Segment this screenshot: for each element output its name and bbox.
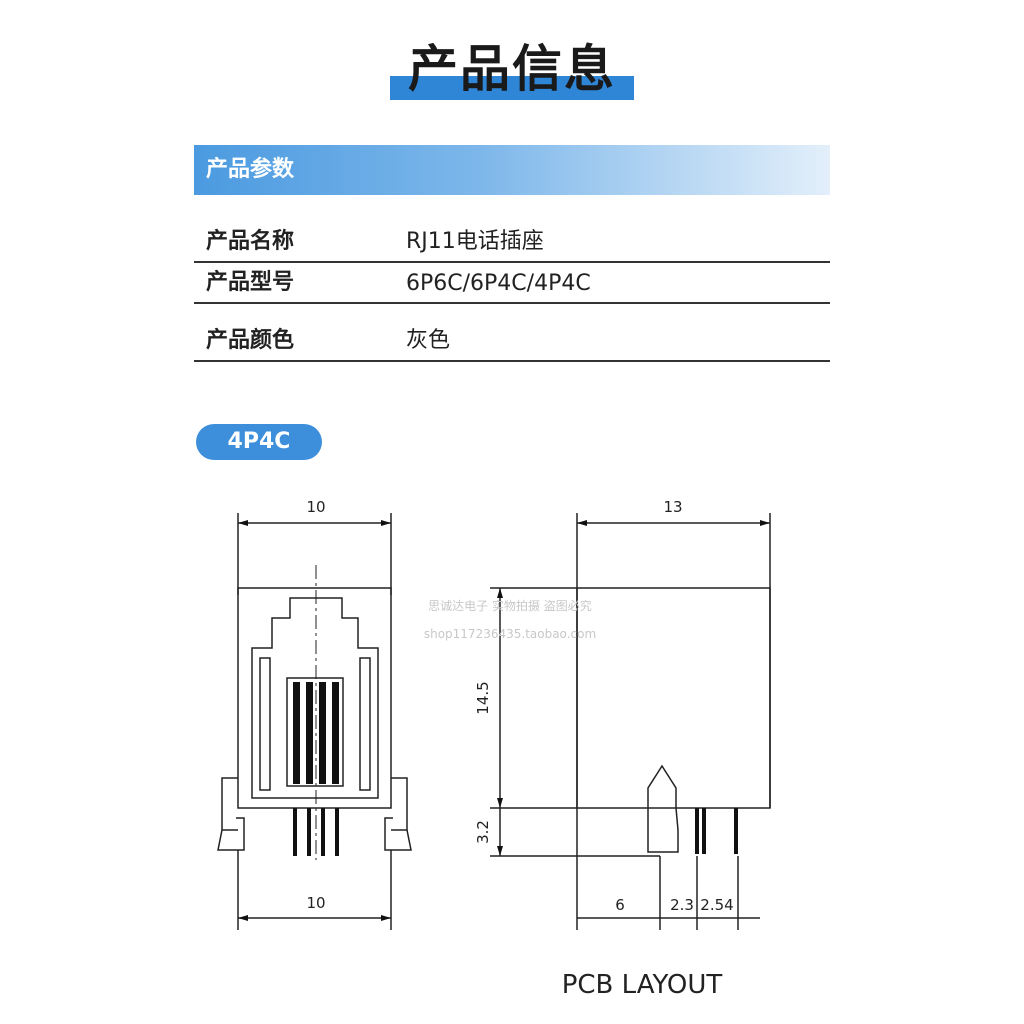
front-pin-4 [335,808,339,856]
arrowhead [238,520,248,526]
front-pin-1 [293,808,297,856]
page-title-block: 产品信息 [390,38,634,100]
dim-pcb-pitch-a: 2.3 [670,896,694,914]
dim-side-width: 13 [663,498,682,516]
arrowhead [381,520,391,526]
dim-pcb-offset: 6 [615,896,625,914]
dim-front-top: 10 [306,498,325,516]
watermark-line2: shop117236435.taobao.com [424,627,596,641]
front-jack-opening [251,597,379,799]
params-header-label: 产品参数 [206,157,295,182]
side-pin-2 [702,808,706,854]
front-contact-3 [319,682,326,784]
param-value: RJ11电话插座 [406,229,544,254]
front-contact-4 [332,682,339,784]
front-post-left [217,817,245,851]
variant-badge: 4P4C [196,424,322,460]
arrowhead [238,915,248,921]
param-row-color: 产品颜色 灰色 [194,304,830,362]
dim-front-bottom: 10 [306,894,325,912]
front-body-outline [237,587,392,809]
front-left-flange [221,777,238,831]
dim-side-height: 14.5 [474,681,492,714]
arrowhead [497,846,503,856]
front-contact-window [286,677,344,787]
front-post-right [384,817,412,851]
page-title: 产品信息 [408,40,616,98]
arrowhead [497,588,503,598]
title-underline-bar [390,76,634,100]
param-value: 灰色 [406,328,451,353]
side-pin-1 [695,808,699,854]
arrowhead [381,915,391,921]
watermark-line1: 思诚达电子 实物拍摄 盗图必究 [428,598,592,613]
front-pin-3 [321,808,325,856]
param-value: 6P6C/6P4C/4P4C [406,271,591,296]
front-latch-right [359,657,371,791]
front-contact-1 [293,682,300,784]
arrowhead [760,520,770,526]
arrowhead [497,798,503,808]
dim-pin-length: 3.2 [474,820,492,844]
param-row-model: 产品型号 6P6C/6P4C/4P4C [194,246,830,304]
side-pin-3 [734,808,738,854]
side-body-outline [576,587,771,809]
pcb-layout-caption: PCB LAYOUT [562,970,723,1000]
param-label: 产品型号 [206,270,295,295]
side-locating-peg [647,764,679,853]
front-pin-2 [307,808,311,856]
front-latch-left [259,657,271,791]
front-contact-2 [306,682,313,784]
arrowhead [577,520,587,526]
param-row-name: 产品名称 RJ11电话插座 [194,205,830,263]
param-label: 产品颜色 [206,328,295,353]
params-header: 产品参数 [194,145,830,195]
front-right-flange [391,777,408,831]
param-label: 产品名称 [206,229,295,254]
dim-pcb-pitch-b: 2.54 [700,896,733,914]
